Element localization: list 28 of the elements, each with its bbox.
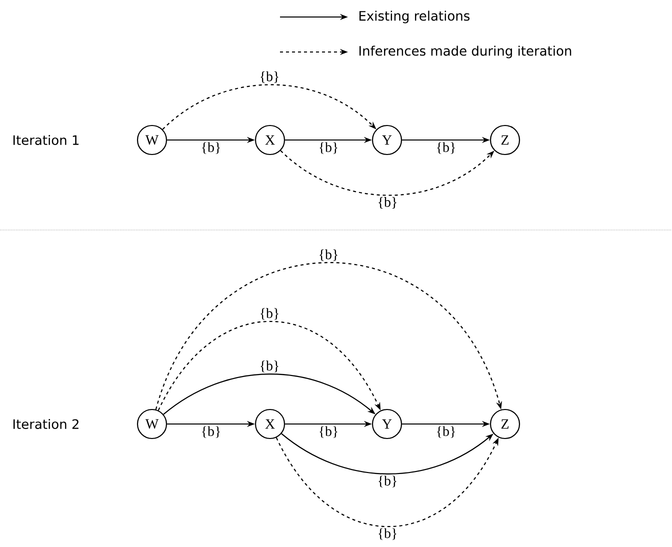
circle-node: W xyxy=(136,124,168,156)
edge-label: {b} xyxy=(200,425,222,439)
circle-node: X xyxy=(254,408,286,440)
circle-node: X xyxy=(254,124,286,156)
edge-label: {b} xyxy=(376,196,399,210)
arrow xyxy=(155,262,502,410)
row-label: Iteration 1 xyxy=(13,134,79,146)
edge-label: {b} xyxy=(434,425,458,439)
edge-label: {b} xyxy=(200,141,222,155)
legend-text: Inferences made during iteration xyxy=(359,46,572,58)
circle-node: Y xyxy=(372,408,402,440)
circle-node: Z xyxy=(490,408,520,440)
edge-label: {b} xyxy=(434,141,458,155)
arrow xyxy=(276,437,499,528)
edge-label: {b} xyxy=(258,70,281,84)
legend-text: Existing relations xyxy=(359,10,470,24)
edge-label: {b} xyxy=(376,527,399,541)
edge-label: {b} xyxy=(376,474,399,488)
edge-label: {b} xyxy=(317,425,340,439)
edge-label: {b} xyxy=(317,141,340,155)
edge-label: {b} xyxy=(258,360,281,374)
edge-label: {b} xyxy=(317,248,340,262)
edge-label: {b} xyxy=(258,307,281,321)
circle-node: W xyxy=(136,408,168,440)
circle-node: Y xyxy=(372,124,402,156)
arrow xyxy=(158,320,381,411)
row-label: Iteration 2 xyxy=(13,418,78,430)
circle-node: Z xyxy=(490,124,520,156)
